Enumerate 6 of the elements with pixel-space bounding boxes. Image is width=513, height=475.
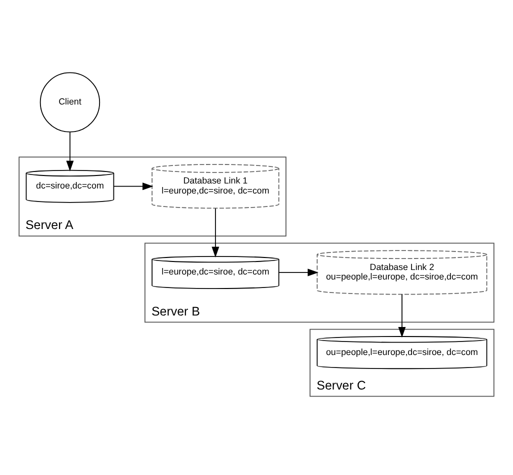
node-circle: Client bbox=[40, 72, 100, 132]
arrow bbox=[66, 131, 74, 171]
arrow bbox=[398, 293, 406, 338]
arrow bbox=[113, 182, 154, 190]
arrow bbox=[278, 268, 318, 276]
arrow bbox=[212, 208, 220, 257]
